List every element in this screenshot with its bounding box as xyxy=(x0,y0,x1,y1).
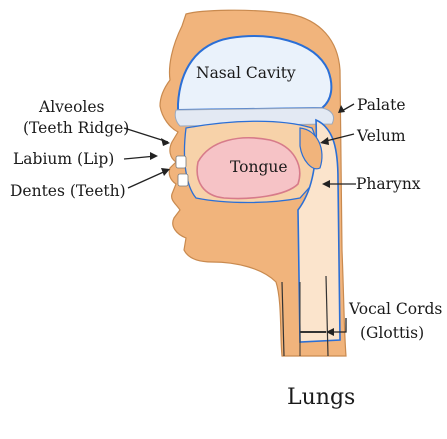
alveoles-label: Alveoles xyxy=(38,98,105,116)
vocal-cords-label: Vocal Cords xyxy=(348,300,442,318)
alveoles-arrowhead xyxy=(161,138,170,146)
upper-teeth-shape xyxy=(176,156,186,168)
nasal-cavity-label: Nasal Cavity xyxy=(196,64,296,82)
labium-label: Labium (Lip) xyxy=(13,150,114,168)
velum-label: Velum xyxy=(356,127,406,145)
dentes-arrow xyxy=(128,170,168,188)
lower-teeth-shape xyxy=(178,174,188,186)
glottis-label: (Glottis) xyxy=(360,324,424,342)
dentes-label: Dentes (Teeth) xyxy=(10,182,126,200)
lungs-label: Lungs xyxy=(287,385,355,410)
pharynx-label: Pharynx xyxy=(356,175,421,193)
tongue-label: Tongue xyxy=(230,158,288,176)
alveoles-arrow xyxy=(124,128,168,142)
teeth-ridge-label: (Teeth Ridge) xyxy=(23,119,129,137)
labium-arrowhead xyxy=(150,152,158,160)
palate-label: Palate xyxy=(357,96,406,114)
